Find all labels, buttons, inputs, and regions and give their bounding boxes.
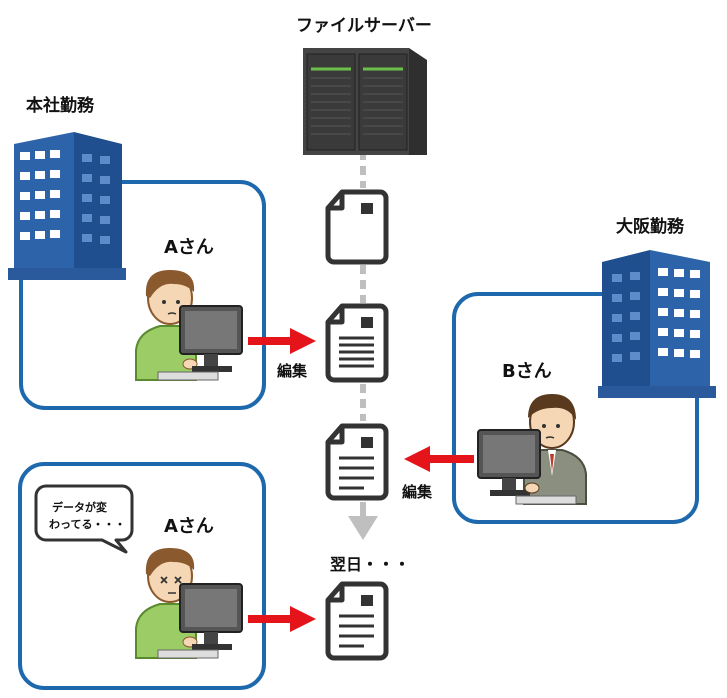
next-day-label: 翌日・・・ [330, 555, 411, 574]
document-icon [325, 581, 389, 661]
server-icon [303, 48, 427, 155]
edit-label: 編集 [402, 483, 433, 501]
arrow-icon [404, 446, 474, 472]
person-at-computer-icon [135, 270, 243, 381]
document-icon [325, 423, 389, 501]
speech-bubble-line-2: わってる・・・ [49, 518, 126, 531]
building-icon [8, 132, 126, 280]
building-icon [598, 250, 716, 398]
speech-bubble-line-1: データが変 [52, 501, 107, 514]
osaka-office-label: 大阪勤務 [616, 217, 684, 237]
speech-bubble [34, 484, 134, 554]
edit-label: 編集 [277, 362, 308, 380]
person-a-label: Aさん [164, 237, 214, 258]
person-a-next-day-label: Aさん [164, 516, 214, 537]
document-icon [325, 189, 389, 265]
arrow-icon [248, 328, 316, 354]
arrow-icon [248, 606, 316, 632]
head-office-label: 本社勤務 [26, 96, 94, 116]
person-at-computer-icon [477, 394, 587, 505]
person-at-computer-icon [135, 548, 243, 659]
person-b-label: Bさん [502, 361, 552, 382]
file-server-label: ファイルサーバー [296, 16, 432, 36]
document-icon [325, 303, 389, 383]
down-arrow-icon [348, 516, 378, 540]
